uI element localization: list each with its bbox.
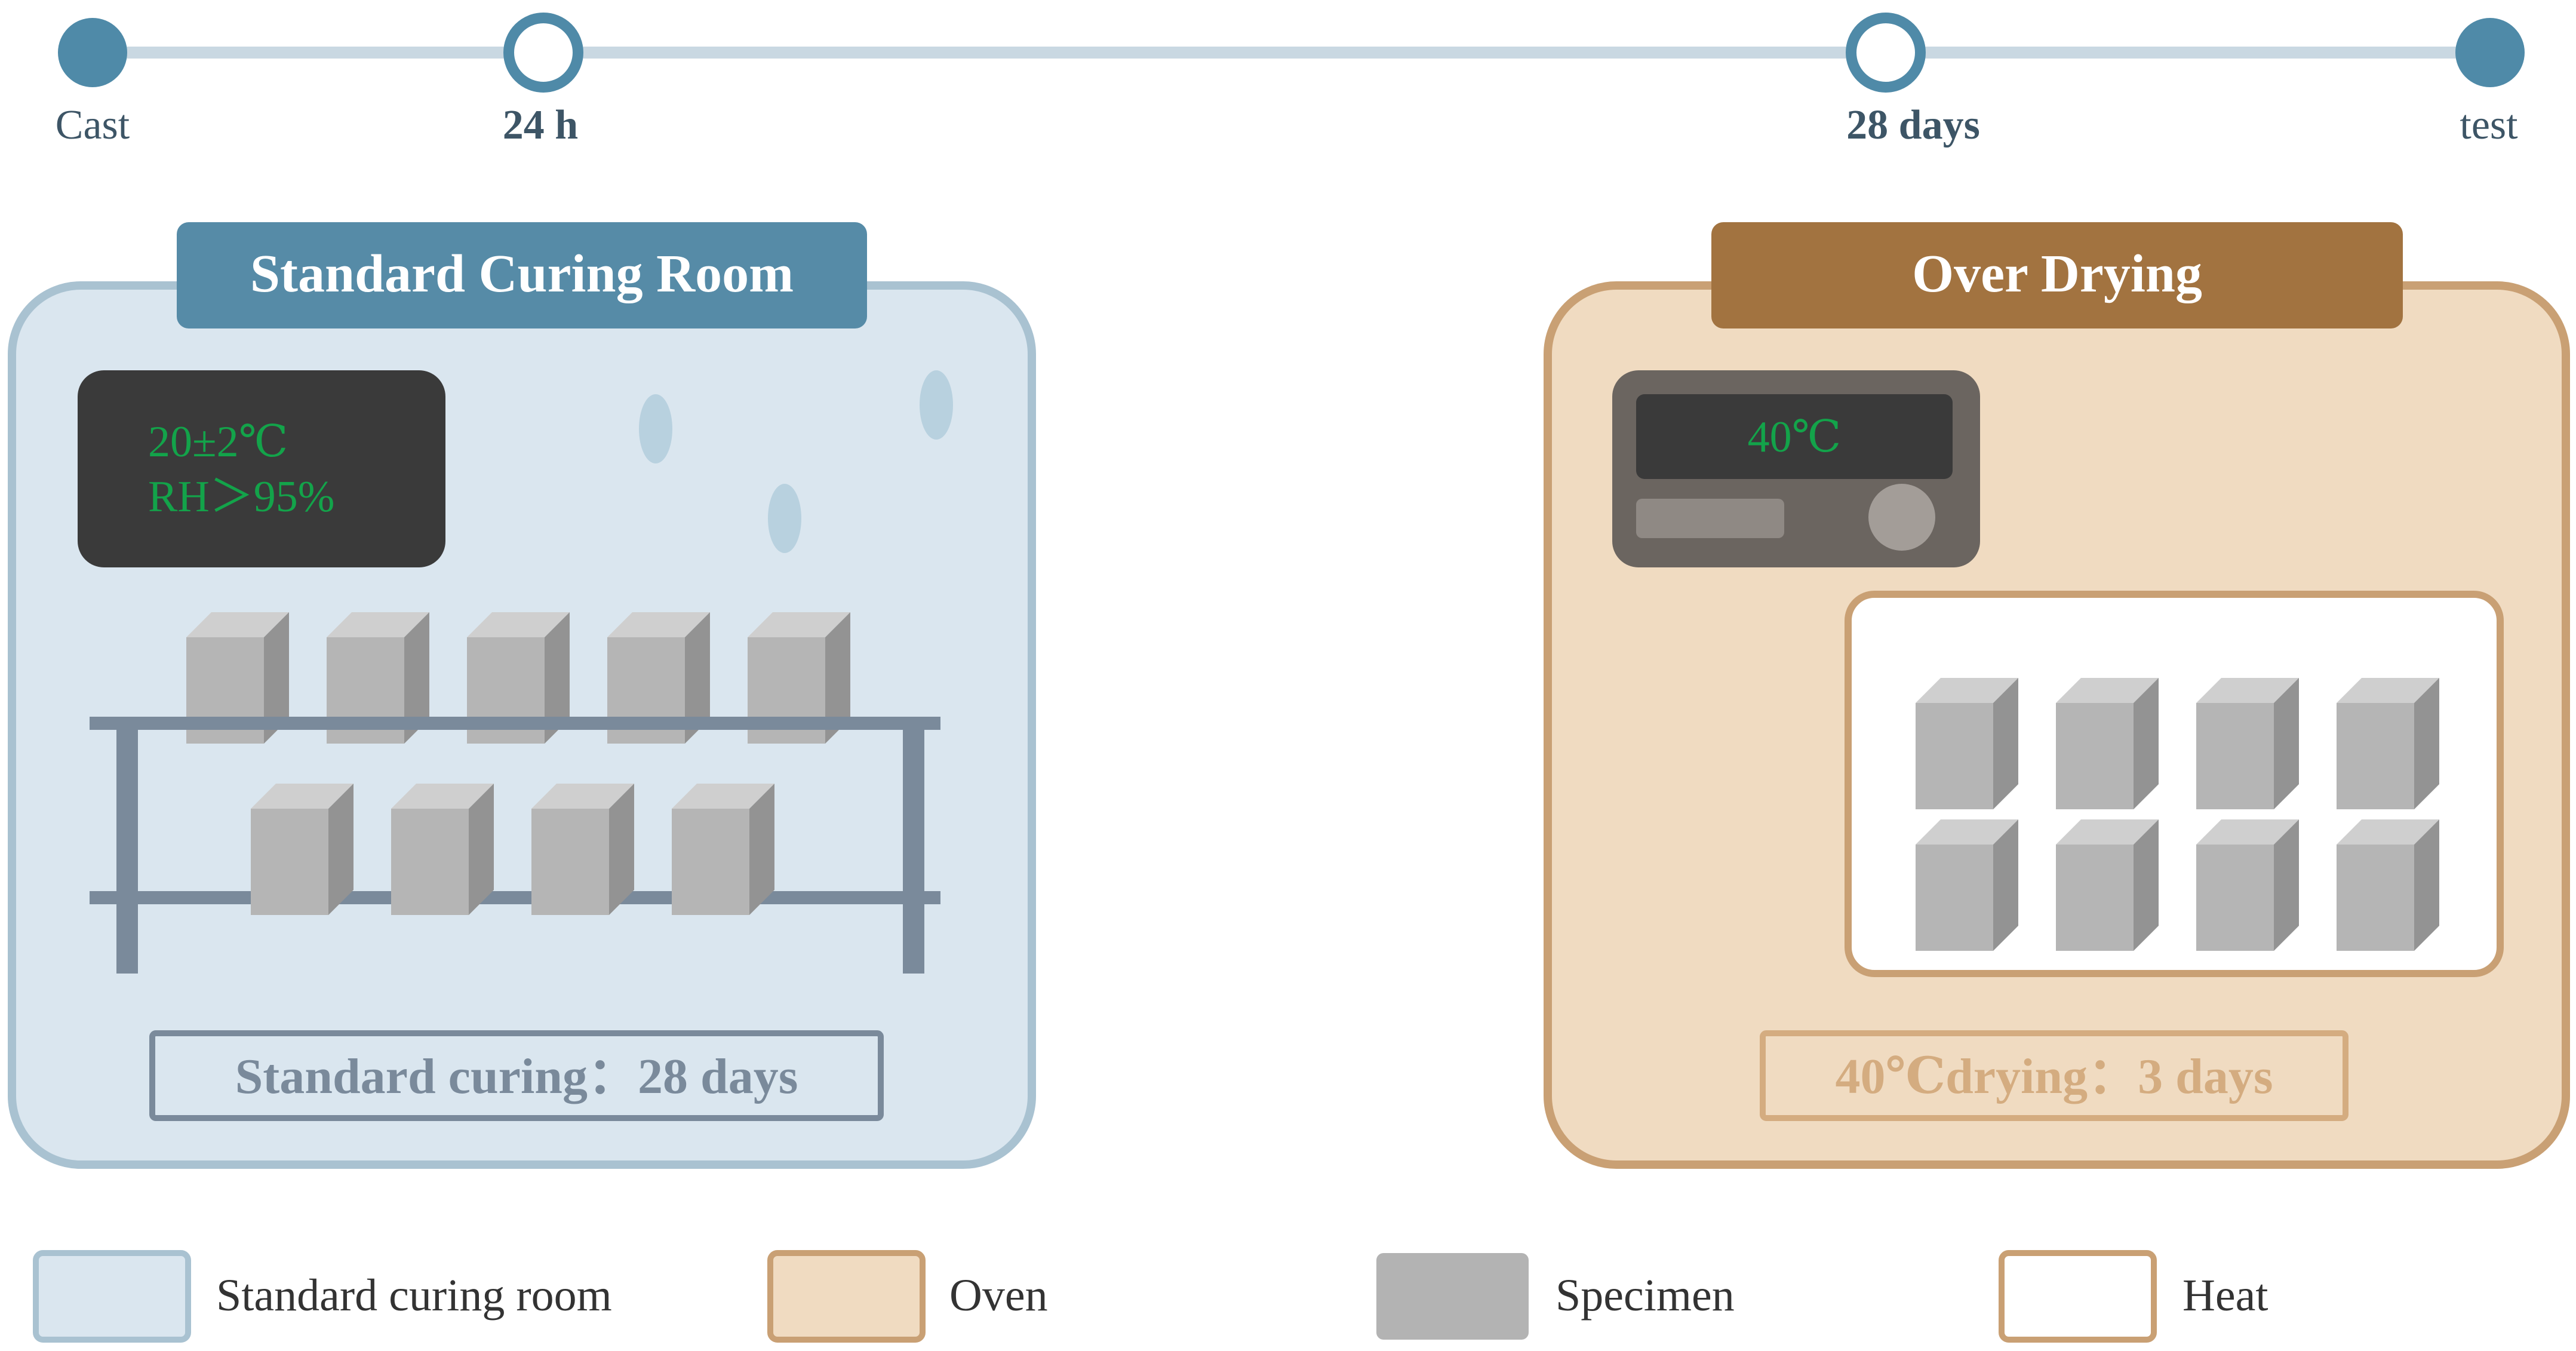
legend-label-oven: Oven — [949, 1270, 1048, 1321]
legend-label-heat: Heat — [2182, 1270, 2268, 1321]
curing-room-title: Standard Curing Room — [250, 244, 794, 303]
oven-display — [1636, 394, 1953, 479]
timeline-label-test: test — [2460, 102, 2518, 148]
water-droplet — [639, 394, 672, 463]
oven-caption: 40℃drying：3 days — [1835, 1049, 2273, 1104]
specimen-cube — [1916, 819, 2018, 951]
specimen-cube — [391, 784, 494, 915]
timeline-node-cast — [58, 18, 127, 87]
legend-swatch-oven — [767, 1250, 926, 1343]
oven-knob — [1868, 484, 1935, 551]
timeline-node-28days — [1846, 13, 1926, 93]
water-droplet — [920, 370, 953, 440]
oven-panel: Over Drying 40℃ 40℃drying：3 days — [1544, 222, 2570, 1169]
specimen-cube — [2196, 678, 2299, 809]
oven-control-panel: 40℃ — [1612, 370, 1980, 567]
legend-swatch-specimen — [1376, 1253, 1529, 1340]
curing-room-caption-box — [149, 1030, 884, 1121]
specimen-cube — [2056, 819, 2159, 951]
specimen-cube — [2196, 819, 2299, 951]
oven-slot — [1636, 499, 1784, 538]
timeline-label-24h: 24 h — [503, 102, 578, 148]
curing-room-display — [78, 370, 445, 567]
timeline-label-cast: Cast — [56, 102, 130, 148]
oven-temperature: 40℃ — [1748, 413, 1842, 462]
legend-label-specimen: Specimen — [1556, 1270, 1735, 1321]
oven-title: Over Drying — [1912, 244, 2202, 303]
specimen-cube — [2056, 678, 2159, 809]
specimen-cube — [251, 784, 353, 915]
legend-swatch-curing-room — [33, 1250, 191, 1343]
water-droplet — [768, 484, 801, 553]
curing-room-caption: Standard curing：28 days — [235, 1049, 798, 1104]
curing-room-panel: Standard Curing Room 20±2℃ RH＞95% Standa… — [8, 222, 1036, 1169]
oven-caption-box — [1760, 1030, 2348, 1121]
specimen-cube — [2337, 819, 2439, 951]
timeline-node-24h — [503, 13, 583, 93]
specimen-cube — [672, 784, 774, 915]
specimen-cube — [531, 784, 634, 915]
curing-room-temperature: 20±2℃ — [148, 417, 288, 466]
timeline: Cast 24 h 28 days test — [56, 13, 2525, 148]
legend-swatch-heat — [1999, 1250, 2157, 1343]
oven-title-tab — [1711, 222, 2403, 328]
timeline-label-28days: 28 days — [1846, 102, 1980, 148]
timeline-node-test — [2455, 18, 2525, 87]
specimen-cube — [1916, 678, 2018, 809]
curing-room-humidity: RH＞95% — [148, 472, 334, 521]
legend: Standard curing room Oven Specimen Heat — [33, 1250, 2268, 1343]
legend-label-curing-room: Standard curing room — [216, 1270, 612, 1321]
curing-room-title-tab — [177, 222, 867, 328]
specimen-cube — [2337, 678, 2439, 809]
